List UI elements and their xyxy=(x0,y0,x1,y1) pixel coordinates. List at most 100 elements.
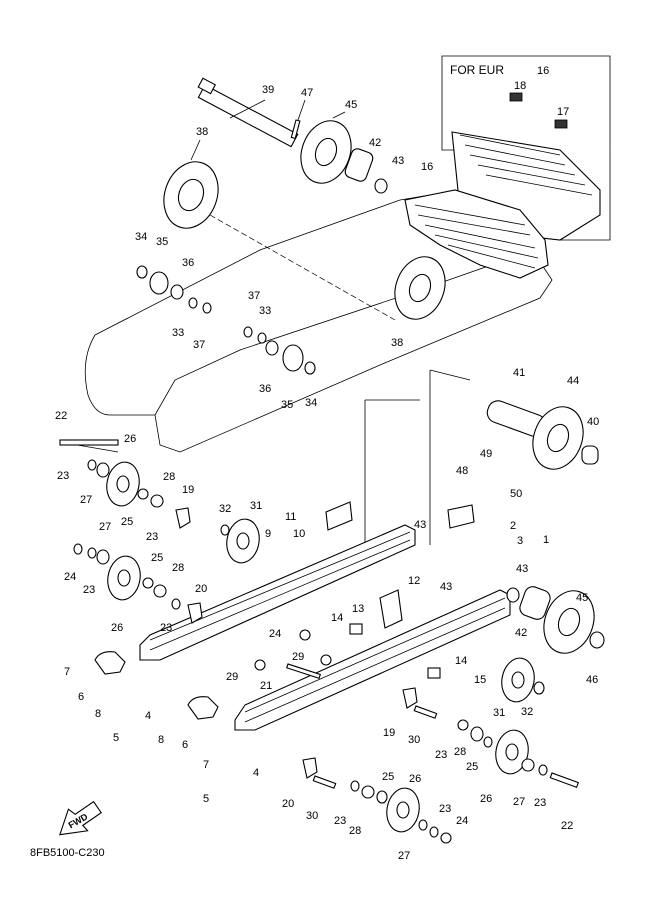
drawing-code: 8FB5100-C230 xyxy=(30,847,105,859)
callout-37-left: 37 xyxy=(193,339,205,351)
callout-30-bottom: 30 xyxy=(306,810,318,822)
track-belt-outline xyxy=(84,189,553,453)
collar-42 xyxy=(344,148,374,182)
callout-labels: 16 18 17 16 39 47 45 38 42 43 34 35 36 3… xyxy=(55,65,599,862)
bracket-20b xyxy=(302,757,318,779)
track-clip-17 xyxy=(554,119,568,129)
callout-23-a: 23 xyxy=(57,470,69,482)
callout-9: 9 xyxy=(265,528,271,540)
washer-37 xyxy=(202,302,212,314)
callout-33-left: 33 xyxy=(172,327,184,339)
block-14 xyxy=(349,623,363,635)
callout-5-mid: 5 xyxy=(203,793,209,805)
callout-16: 16 xyxy=(421,161,433,173)
callout-23-c: 23 xyxy=(83,584,95,596)
washer-33 xyxy=(188,297,198,309)
bracket-20a xyxy=(187,602,203,624)
callout-38-top: 38 xyxy=(196,126,208,138)
callout-37-mid: 37 xyxy=(248,290,260,302)
callout-8-mid: 8 xyxy=(158,734,164,746)
callout-43-right: 43 xyxy=(440,581,452,593)
callout-45-top: 45 xyxy=(345,99,357,111)
callout-25-a: 25 xyxy=(121,516,133,528)
callout-40: 40 xyxy=(587,416,599,428)
callout-49: 49 xyxy=(480,448,492,460)
callout-36-left: 36 xyxy=(182,257,194,269)
callout-28-d: 28 xyxy=(349,825,361,837)
callout-26-right: 26 xyxy=(480,793,492,805)
right-wheel-group xyxy=(302,586,605,844)
callout-29-right: 29 xyxy=(292,651,304,663)
callout-4-mid: 4 xyxy=(253,767,259,779)
callout-28-a: 28 xyxy=(163,471,175,483)
callout-41: 41 xyxy=(513,367,525,379)
callout-24-a: 24 xyxy=(64,571,76,583)
left-wheel-group xyxy=(59,439,332,680)
callout-35-left: 35 xyxy=(156,236,168,248)
callout-28-b: 28 xyxy=(172,562,184,574)
collar-42b xyxy=(519,586,551,620)
callout-43-mid: 43 xyxy=(414,519,426,531)
callout-32-right: 32 xyxy=(521,706,533,718)
bracket-9 xyxy=(325,501,353,531)
callout-14-right: 14 xyxy=(455,655,467,667)
callout-14-left: 14 xyxy=(331,612,343,624)
rail-end-6 xyxy=(94,651,126,675)
callout-42-right: 42 xyxy=(515,627,527,639)
bracket-12 xyxy=(379,589,403,629)
slide-rail-assembly xyxy=(94,501,511,731)
top-shaft-group xyxy=(163,77,396,321)
slide-rail-lower xyxy=(234,589,511,731)
callout-26-left-b: 26 xyxy=(111,622,123,634)
callout-31-right: 31 xyxy=(493,707,505,719)
washer-33b xyxy=(257,332,267,344)
shaft-39 xyxy=(197,84,299,148)
bearing-35 xyxy=(149,271,169,295)
callout-23-f: 23 xyxy=(534,797,546,809)
bearing-35b xyxy=(282,344,304,372)
collar-36 xyxy=(170,284,184,300)
pin-47 xyxy=(290,119,301,140)
callout-28-c: 28 xyxy=(454,746,466,758)
collar-36b xyxy=(265,340,279,356)
bracket-19b xyxy=(402,687,418,709)
callout-27-bottom: 27 xyxy=(398,850,410,862)
callout-25-b: 25 xyxy=(151,552,163,564)
collar-40 xyxy=(581,445,599,465)
callout-22-right: 22 xyxy=(561,820,573,832)
callout-7-mid: 7 xyxy=(203,759,209,771)
callout-3: 3 xyxy=(517,535,523,547)
nut-46 xyxy=(589,631,605,649)
callout-13: 13 xyxy=(352,603,364,615)
bolt-22 xyxy=(59,439,119,446)
callout-26-bottom: 26 xyxy=(409,773,421,785)
bracket-2 xyxy=(447,504,475,529)
idler-wheel-group xyxy=(136,256,446,375)
callout-27-right: 27 xyxy=(513,796,525,808)
callout-42-top: 42 xyxy=(369,137,381,149)
callout-27-a: 27 xyxy=(80,494,92,506)
block-14b xyxy=(427,667,441,679)
callout-23-h: 23 xyxy=(439,803,451,815)
rear-shaft-group xyxy=(364,369,599,555)
callout-33-mid: 33 xyxy=(259,305,271,317)
callout-15: 15 xyxy=(474,674,486,686)
callout-25-c: 25 xyxy=(466,761,478,773)
callout-29-left: 29 xyxy=(226,671,238,683)
nut-34 xyxy=(136,265,148,279)
callout-19-right: 19 xyxy=(383,727,395,739)
callout-44: 44 xyxy=(567,375,579,387)
inset-title: FOR EUR xyxy=(450,63,504,77)
callout-19-left: 19 xyxy=(182,484,194,496)
callout-5-left: 5 xyxy=(113,732,119,744)
callout-31-left: 31 xyxy=(250,500,262,512)
callout-24-bottom: 24 xyxy=(456,815,468,827)
callout-23-e: 23 xyxy=(435,749,447,761)
callout-26-left-top: 26 xyxy=(124,433,136,445)
callout-34-mid: 34 xyxy=(305,397,317,409)
callout-32-left: 32 xyxy=(219,503,231,515)
callout-47: 47 xyxy=(301,87,313,99)
callout-12: 12 xyxy=(408,575,420,587)
callout-50: 50 xyxy=(510,488,522,500)
